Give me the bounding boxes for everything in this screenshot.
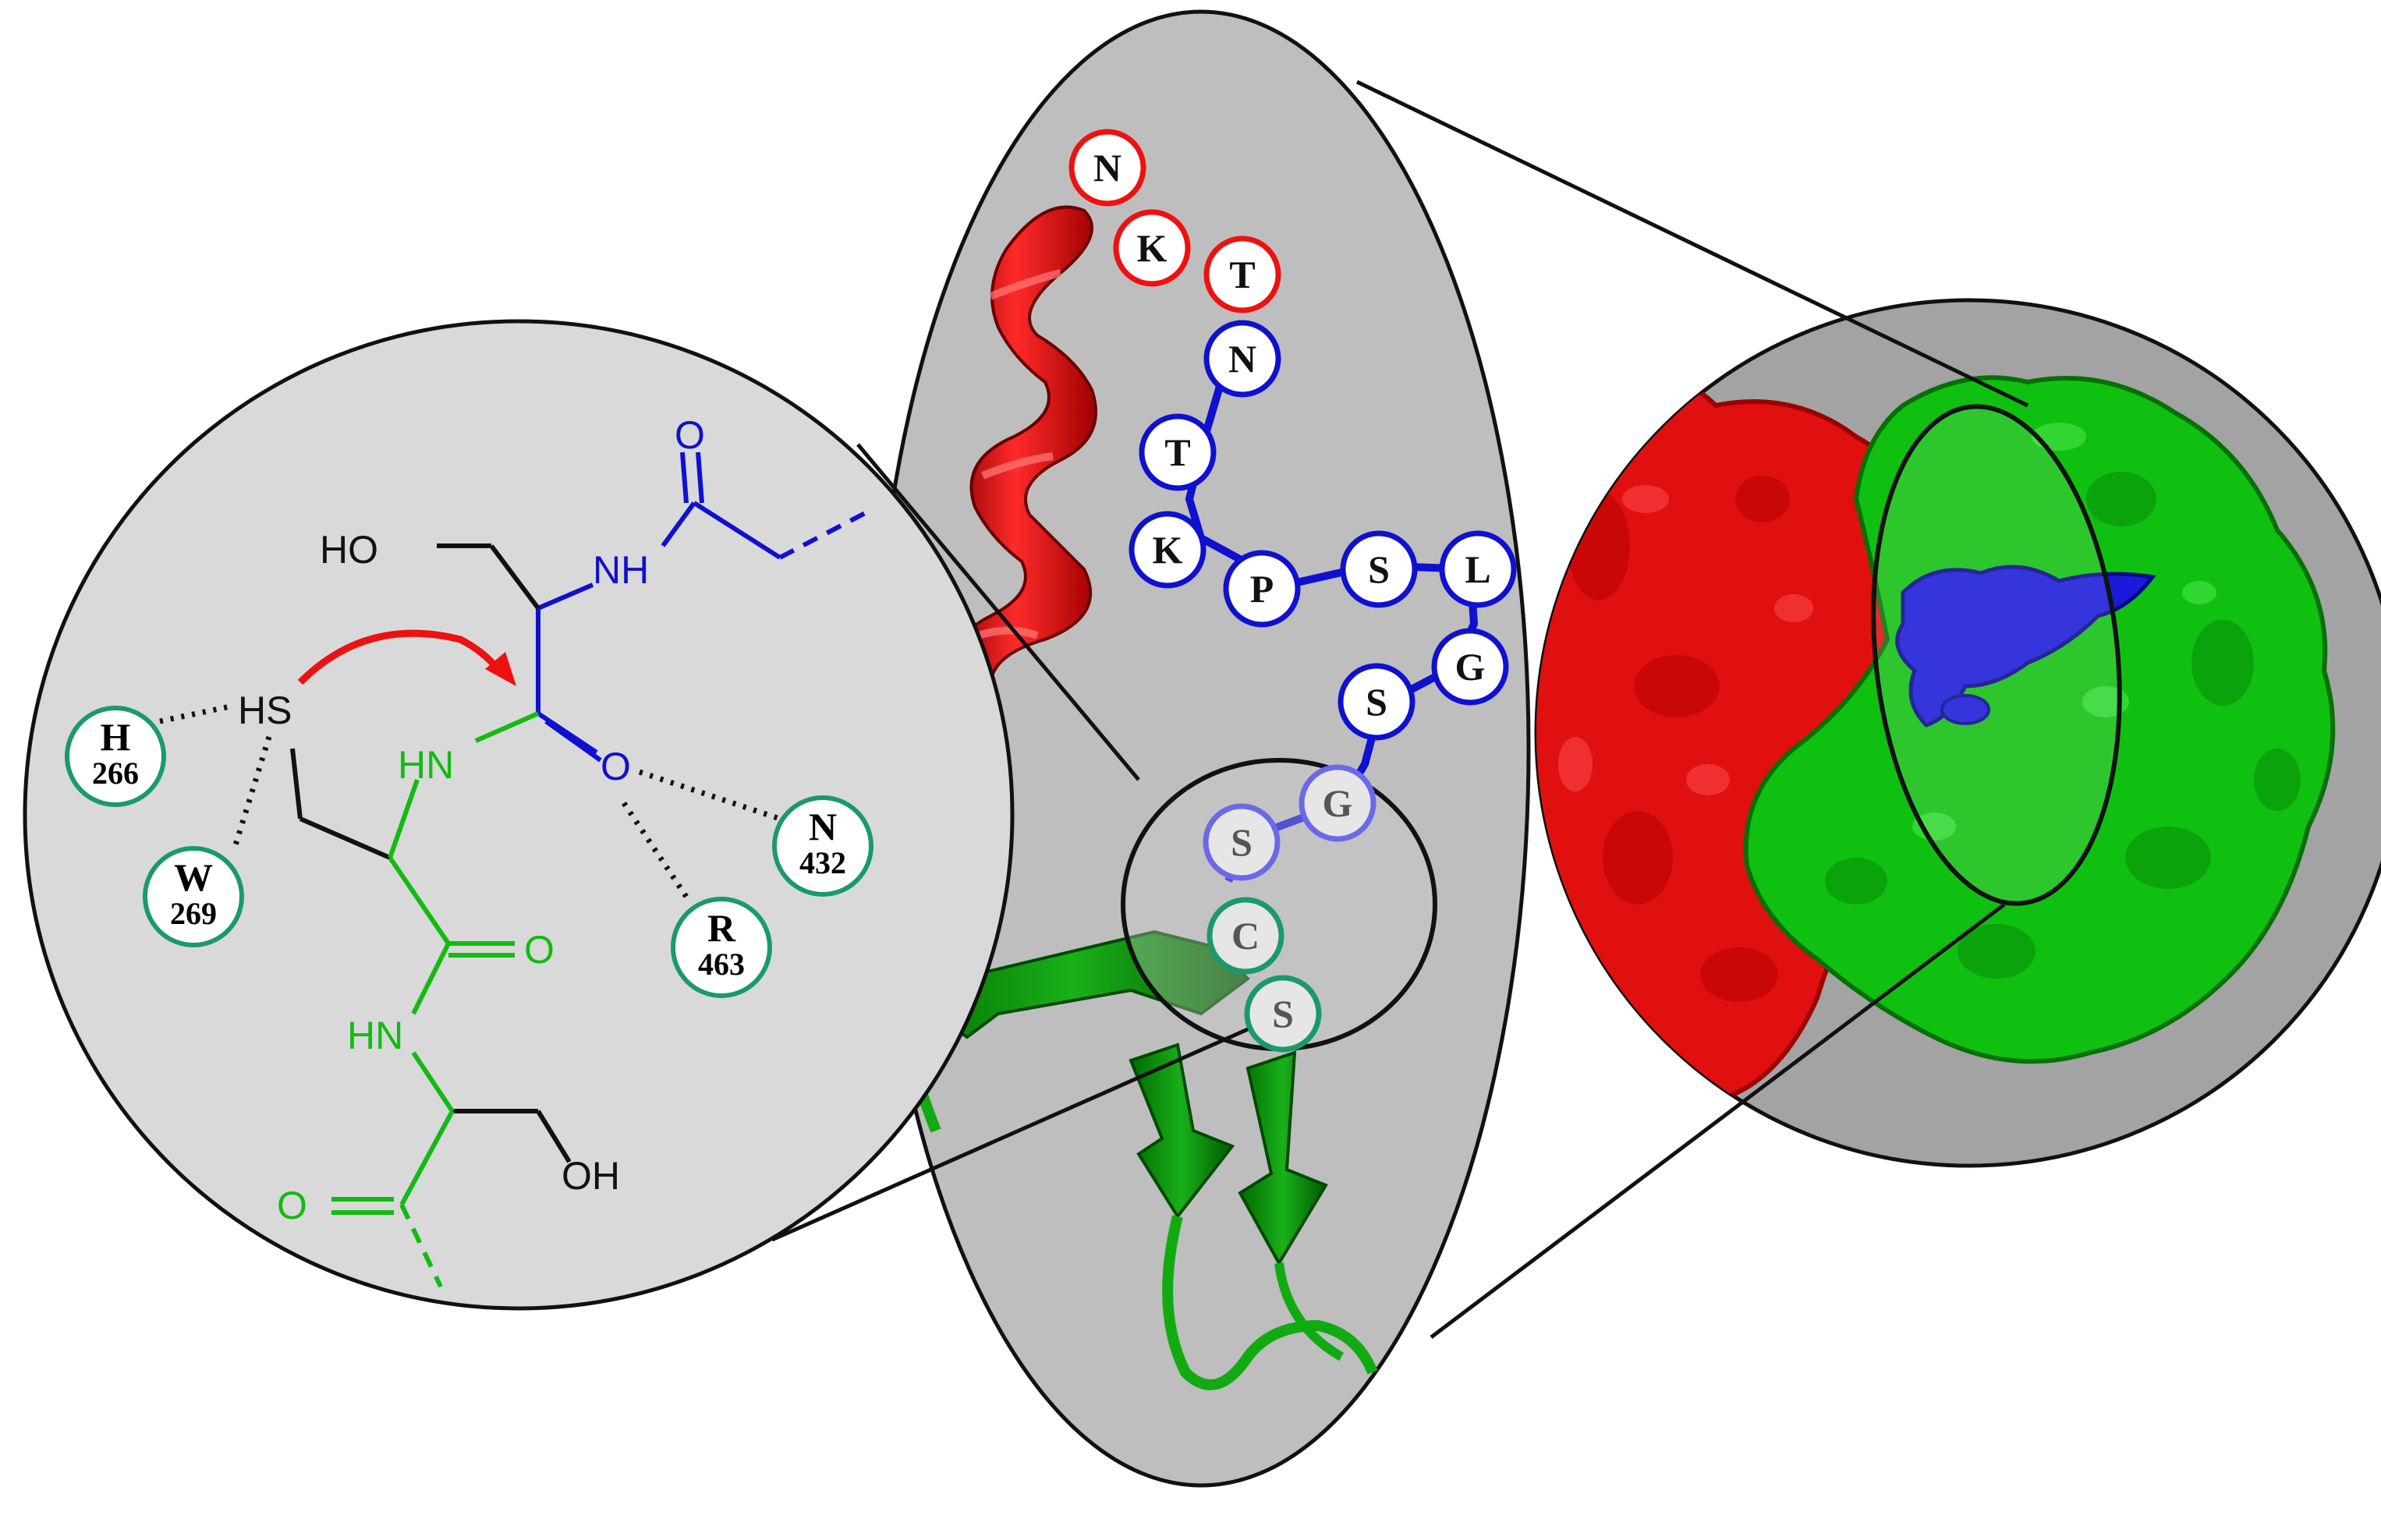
peptide-residue-circle — [1223, 550, 1301, 628]
residue-number: 266 — [92, 756, 139, 791]
residue-r463: R 463 — [671, 897, 772, 998]
peptide-residue-circle — [1203, 803, 1281, 881]
atom-label-oh: OH — [562, 1154, 620, 1198]
blue-bonds — [536, 451, 871, 763]
peptide-residue-letter: L — [1465, 547, 1490, 591]
chemistry-panel-circle — [23, 319, 1015, 1311]
peptide-residue-letter: K — [1137, 226, 1167, 270]
peptide-residue-circle — [1128, 511, 1206, 589]
focus-oval — [1871, 404, 2122, 906]
red-helix — [948, 205, 1097, 752]
residue-n432: N 432 — [772, 795, 873, 897]
peptide-residue: C — [1206, 897, 1284, 975]
peptide-residue: L — [1439, 530, 1517, 608]
green-beta-sheet — [891, 929, 1378, 1390]
green-surface-shading — [1825, 472, 2301, 979]
hydrogen-bonds — [159, 703, 781, 898]
peptide-residue-circle — [1203, 235, 1281, 313]
peptide-residue: S — [1340, 530, 1418, 608]
peptide-residue-letter: S — [1368, 547, 1390, 591]
residue-letter: W — [174, 855, 213, 899]
peptide-residue-letter: S — [1231, 820, 1253, 864]
peptide-residue-letter: S — [1272, 992, 1294, 1036]
blue-peptide-surface-lobe — [1940, 694, 1990, 725]
nucleophilic-attack-arrow — [297, 629, 502, 685]
atom-label-o-bottom: O — [277, 1184, 307, 1227]
connector-line — [771, 1027, 1249, 1242]
peptide-residue: N — [1203, 320, 1281, 398]
peptide-residue-letter: T — [1164, 430, 1190, 474]
peptide-residue-circle — [1244, 975, 1322, 1053]
residue-letter: H — [101, 715, 131, 759]
residue-h266: H 266 — [65, 706, 166, 807]
peptide-residue-circle — [1439, 530, 1517, 608]
peptide-residue: S — [1244, 975, 1322, 1053]
peptide-residue-letter: N — [1228, 337, 1256, 381]
protein-surface — [1536, 375, 2336, 1110]
atom-label-ho: HO — [320, 528, 378, 572]
peptide-residue-letter: S — [1366, 680, 1387, 724]
peptide-residue: S — [1203, 803, 1281, 881]
peptide-residue-circle — [1068, 129, 1146, 207]
atom-label-o-top: O — [675, 413, 705, 457]
peptide-residue-letter: G — [1455, 645, 1486, 689]
peptide-residue: P — [1223, 550, 1301, 628]
peptide-residue-circle — [1299, 764, 1377, 842]
atom-label-o-right: O — [524, 928, 555, 972]
atom-label-o-mid: O — [601, 745, 631, 788]
peptide-residue: K — [1128, 511, 1206, 589]
peptide-residue-circle — [1340, 530, 1418, 608]
connector-line — [1430, 903, 2006, 1339]
atom-label-hn-mid: HN — [398, 743, 454, 787]
peptide-residue: G — [1299, 764, 1377, 842]
peptide-residue: S — [1338, 663, 1415, 741]
blue-peptide-surface — [1895, 565, 2156, 728]
peptide-residue-letter: G — [1323, 781, 1353, 825]
peptide-residue-circle — [1338, 663, 1415, 741]
residue-number: 432 — [799, 845, 846, 880]
peptide-residue-circle — [1431, 628, 1509, 706]
peptide-residue-letter: K — [1153, 528, 1183, 572]
connector-line — [856, 443, 1140, 781]
peptide-residue-letter: T — [1229, 253, 1255, 296]
residue-w269: W 269 — [143, 846, 244, 947]
green-protein-surface — [1743, 375, 2336, 1064]
peptide-residue: T — [1139, 413, 1217, 491]
residue-number: 269 — [170, 896, 217, 931]
peptide-residue-letter: N — [1093, 146, 1121, 189]
chemistry-panel: HO NH O HS HN O O HN OH O H 266 W 269 N … — [23, 319, 1015, 1311]
connector-line — [1355, 80, 2029, 408]
residue-number: 463 — [698, 947, 745, 982]
residue-letter: N — [809, 805, 837, 848]
red-surface-highlights — [1558, 485, 1813, 795]
peptide-residue-circle — [1206, 897, 1284, 975]
peptide-residue: N — [1068, 129, 1146, 207]
black-bonds — [290, 543, 572, 1163]
green-bonds — [331, 711, 540, 1288]
peptide-residue-letter: P — [1250, 567, 1274, 611]
peptide-residue-circle — [1203, 320, 1281, 398]
atom-label-nh: NH — [593, 548, 649, 592]
peptide-residue-letter: C — [1231, 914, 1260, 958]
surface-panel — [1534, 298, 2381, 1168]
peptide-residue: K — [1113, 209, 1191, 287]
residue-letter: R — [707, 906, 736, 950]
peptide-residue-circle — [1139, 413, 1217, 491]
peptide-residue: G — [1431, 628, 1509, 706]
red-protein-surface — [1536, 375, 1980, 1110]
atom-label-hs: HS — [238, 689, 292, 732]
peptide-residue-circle — [1113, 209, 1191, 287]
atom-label-hn-low: HN — [347, 1014, 403, 1057]
peptide-residue: T — [1203, 235, 1281, 313]
arrow-head — [485, 652, 516, 686]
